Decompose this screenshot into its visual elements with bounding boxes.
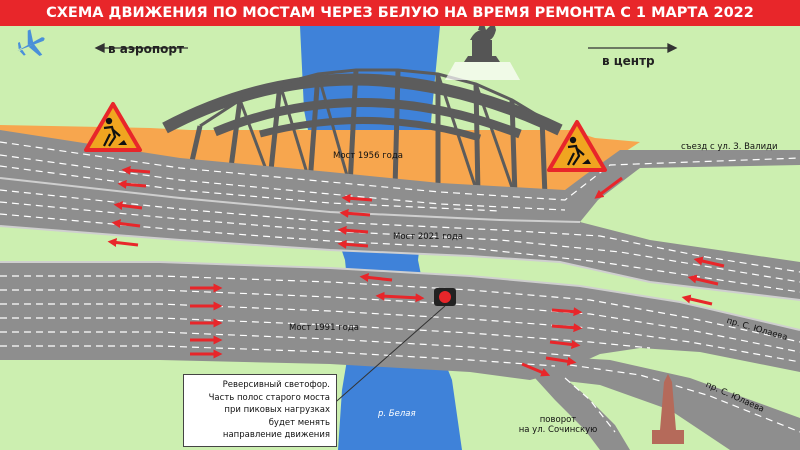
direction-arrow-icon — [339, 208, 371, 218]
label-exit-valid: съезд с ул. З. Валиди — [681, 142, 778, 152]
label-to-airport: в аэропорт — [108, 42, 184, 56]
note-line: при пиковых нагрузках — [224, 405, 330, 415]
direction-arrow-icon — [551, 307, 583, 317]
direction-arrow-icon — [341, 193, 373, 203]
direction-arrow-icon — [337, 239, 369, 249]
direction-arrow-icon — [337, 225, 369, 235]
road-sochinskaya-turn — [535, 370, 630, 450]
label-river: р. Белая — [378, 409, 416, 419]
airplane-icon — [17, 29, 45, 56]
carriageway-dividers — [0, 177, 800, 331]
direction-arrow-icon — [549, 340, 581, 349]
direction-arrow-icon — [594, 176, 623, 199]
note-line: будет менять — [268, 417, 330, 428]
direction-arrow-icon — [111, 219, 141, 229]
note-line: направление движения — [222, 430, 330, 440]
label-bridge-1991: Мост 1991 года — [289, 323, 359, 333]
direction-arrow-icon — [113, 201, 143, 211]
label-bridge-1956: Мост 1956 года — [333, 151, 403, 161]
road-works-sign-icon — [547, 120, 607, 172]
road-1991-bridge — [0, 262, 800, 380]
label-to-center: в центр — [602, 54, 655, 68]
direction-arrow-icon — [121, 165, 151, 175]
direction-arrow-icon — [359, 273, 393, 282]
label-sochinskaya-turn: поворот на ул. Сочинскую — [508, 415, 608, 435]
label-sochinskaya-line1: поворот — [539, 415, 577, 425]
obelisk-icon — [652, 374, 684, 444]
label-bridge-2021: Мост 2021 года — [393, 232, 463, 242]
direction-indicators — [94, 42, 678, 54]
direction-arrow-icon — [687, 274, 719, 286]
direction-arrow-icon — [693, 256, 725, 268]
lane-markings — [0, 141, 800, 433]
traffic-light-icon — [434, 288, 456, 306]
reversible-arrow-icon — [375, 291, 425, 303]
road-works-sign-icon — [84, 102, 142, 152]
note-line: Реверсивный светофор. — [222, 380, 330, 390]
callout-line — [321, 305, 446, 415]
monument-icon — [464, 18, 500, 62]
direction-arrows — [107, 165, 725, 377]
note-line: Часть полос старого моста — [208, 392, 330, 403]
direction-arrow-icon — [681, 294, 713, 306]
direction-arrow-icon — [107, 238, 139, 247]
reversible-light-note: Реверсивный светофор. Часть полос старог… — [183, 374, 337, 447]
road-2021-bridge — [0, 178, 800, 300]
page-title: СХЕМА ДВИЖЕНИЯ ПО МОСТАМ ЧЕРЕЗ БЕЛУЮ НА … — [0, 0, 800, 26]
direction-arrow-icon — [545, 356, 577, 366]
label-sochinskaya-line2: на ул. Сочинскую — [518, 425, 598, 435]
monument-base — [445, 62, 520, 80]
bridge-1956-arches — [162, 68, 563, 197]
direction-arrow-icon — [521, 362, 551, 377]
direction-arrow-icon — [551, 323, 583, 333]
direction-arrow-icon — [117, 179, 147, 189]
